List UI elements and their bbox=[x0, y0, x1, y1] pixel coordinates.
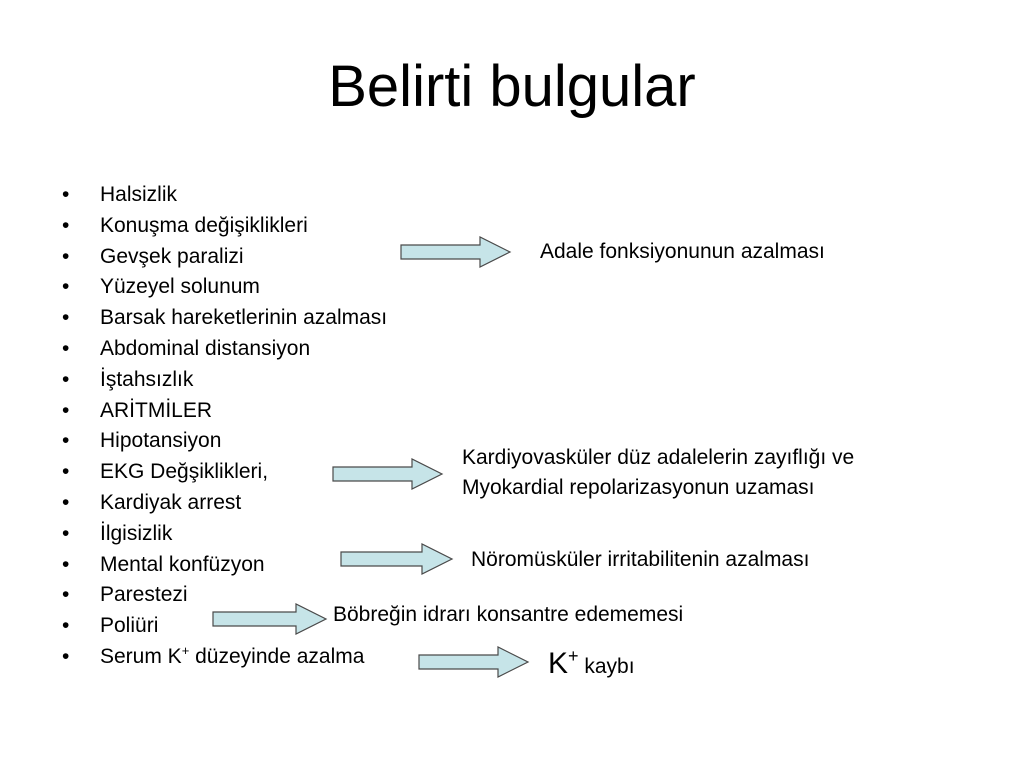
potassium-loss-text: kaybı bbox=[578, 655, 635, 678]
right-arrow-shape bbox=[340, 543, 454, 575]
list-item: Yüzeyel solunum bbox=[62, 272, 387, 303]
potassium-symbol: K bbox=[548, 647, 569, 680]
result-cardiovascular: Kardiyovasküler düz adalelerin zayıflığı… bbox=[462, 444, 854, 501]
list-item: Mental konfüzyon bbox=[62, 550, 387, 581]
list-item: Kardiyak arrest bbox=[62, 488, 387, 519]
list-item: İştahsızlık bbox=[62, 365, 387, 396]
list-item: Poliüri bbox=[62, 611, 387, 642]
result-potassium-loss: K+ kaybı bbox=[548, 647, 635, 680]
list-item-serum-potassium: Serum K+ düzeyinde azalma bbox=[62, 642, 387, 673]
list-item: ARİTMİLER bbox=[62, 396, 387, 427]
serum-k-prefix: Serum K bbox=[100, 644, 182, 668]
right-arrow-icon bbox=[212, 603, 328, 635]
list-item: Halsizlik bbox=[62, 180, 387, 211]
right-arrow-icon bbox=[400, 236, 512, 268]
result-kidney: Böbreğin idrarı konsantre edememesi bbox=[333, 603, 684, 626]
right-arrow-icon bbox=[418, 646, 530, 678]
list-item: EKG Değşiklikleri, bbox=[62, 457, 387, 488]
result-muscle-function: Adale fonksiyonunun azalması bbox=[540, 240, 825, 263]
list-item: İlgisizlik bbox=[62, 519, 387, 550]
list-item: Abdominal distansiyon bbox=[62, 334, 387, 365]
serum-k-superscript: + bbox=[181, 642, 190, 658]
list-item: Hipotansiyon bbox=[62, 426, 387, 457]
potassium-superscript: + bbox=[568, 646, 579, 666]
list-item: Konuşma değişiklikleri bbox=[62, 211, 387, 242]
result-cardiovascular-line-2: Myokardial repolarizasyonun uzaması bbox=[462, 476, 815, 499]
symptom-list: Halsizlik Konuşma değişiklikleri Gevşek … bbox=[62, 180, 387, 673]
serum-k-suffix: düzeyinde azalma bbox=[189, 644, 365, 668]
right-arrow-icon bbox=[340, 543, 454, 575]
slide-title: Belirti bulgular bbox=[328, 54, 696, 119]
result-neuromuscular: Nöromüsküler irritabilitenin azalması bbox=[471, 548, 810, 571]
right-arrow-shape bbox=[332, 458, 444, 490]
list-item: Barsak hareketlerinin azalması bbox=[62, 303, 387, 334]
list-item: Gevşek paralizi bbox=[62, 242, 387, 273]
right-arrow-shape bbox=[400, 236, 512, 268]
right-arrow-shape bbox=[212, 603, 328, 635]
right-arrow-shape bbox=[418, 646, 530, 678]
list-item: Parestezi bbox=[62, 580, 387, 611]
right-arrow-icon bbox=[332, 458, 444, 490]
result-cardiovascular-line-1: Kardiyovasküler düz adalelerin zayıflığı… bbox=[462, 446, 855, 469]
